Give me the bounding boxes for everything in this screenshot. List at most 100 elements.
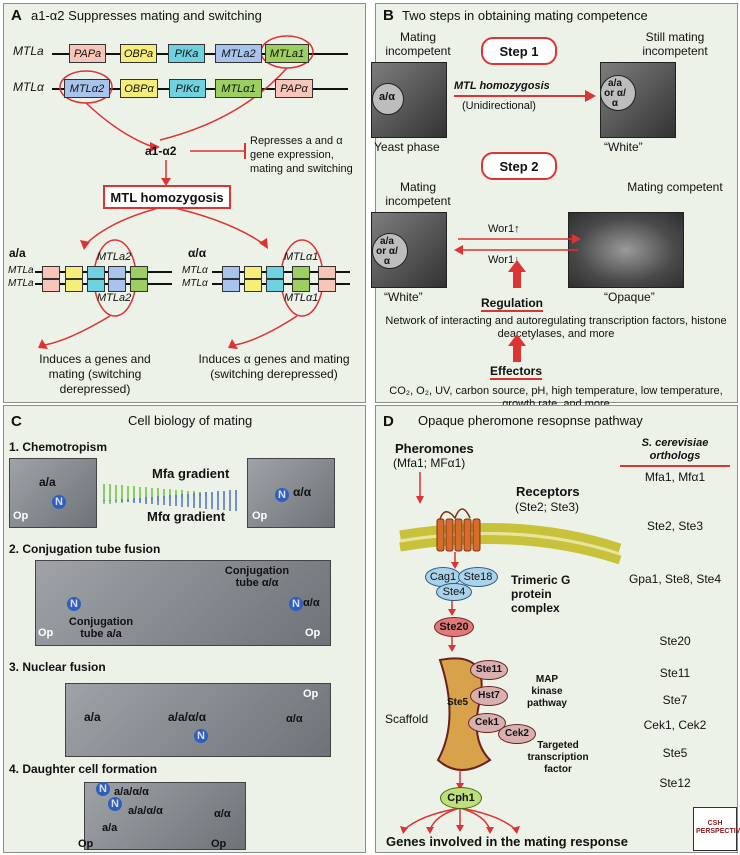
receptors-label: Receptors — [516, 484, 580, 499]
alal-block-yellow-2 — [244, 279, 262, 292]
c1-right-image — [247, 458, 335, 528]
alal-top-gene: MTLα1 — [284, 251, 319, 263]
c3-alal: α/α — [286, 713, 303, 725]
mfa-gradient: Mfa gradient — [152, 466, 230, 481]
b-tr-bottom: “White” — [604, 140, 643, 154]
b-arrow-top: MTL homozygosis — [454, 80, 550, 92]
orth-4: Ste11 — [659, 666, 691, 680]
map-label: MAP kinase pathway — [526, 674, 567, 709]
panel-b-title: Two steps in obtaining mating competence — [402, 8, 648, 23]
orth-3: Ste20 — [659, 634, 691, 648]
row1-label: MTLa — [13, 44, 44, 58]
wor1-up: Wor1↑ — [488, 223, 520, 235]
alal-block-yellow-1 — [244, 266, 262, 279]
regulation-label: Regulation — [481, 296, 543, 312]
c3-fused: a/a/α/α — [168, 710, 207, 724]
aa-block-yellow-1 — [65, 266, 83, 279]
b-tl-caption: Mating incompetent — [385, 30, 451, 58]
aa-bottom-gene: MTLa2 — [97, 292, 132, 304]
aa-block-green-2 — [130, 279, 148, 292]
aa-row1-label: MTLa — [8, 265, 34, 276]
targeted-label: Targeted transcription factor — [527, 740, 589, 775]
b-ml-cell-label: a/a or α/α — [376, 236, 398, 267]
gene-obp-alpha: OBPα — [120, 79, 158, 98]
csh-logo: CSH PERSPECTIVES — [693, 807, 740, 851]
ste4-node: Ste4 — [436, 583, 472, 601]
aa-block-yellow-2 — [65, 279, 83, 292]
receptors-sub: (Ste2; Ste3) — [515, 500, 580, 514]
alal-row2-label: MTLα — [182, 278, 208, 289]
alal-block-cyan-2 — [266, 279, 284, 292]
c1-left-op: Op — [13, 510, 29, 522]
c4-n-top: N — [96, 782, 110, 796]
c-step2: 2. Conjugation tube fusion — [9, 542, 161, 556]
aa-block-cyan-2 — [87, 279, 105, 292]
aa-block-blue-1 — [108, 266, 126, 279]
c2-image — [35, 560, 331, 646]
alal-block-pink-1 — [318, 266, 336, 279]
c2-tube-aa: Conjugation tube a/a — [68, 616, 134, 640]
panel-b-label: B — [383, 7, 394, 24]
c4-op-left: Op — [78, 838, 94, 850]
c2-n-right: N — [289, 597, 303, 611]
c2-n-left: N — [67, 597, 81, 611]
c4-fused-top: a/a/α/α — [114, 786, 149, 798]
c1-left-aa: a/a — [39, 475, 56, 489]
gene-pap-alpha: PAPα — [275, 79, 313, 98]
c3-n: N — [194, 729, 208, 743]
c-step4: 4. Daughter cell formation — [9, 762, 158, 776]
ste18-node: Ste18 — [458, 567, 498, 587]
gprotein-label: Trimeric G protein complex — [511, 573, 571, 615]
orth-0: Mfa1, Mfα1 — [644, 470, 706, 484]
effectors-label: Effectors — [490, 364, 543, 380]
aa-block-pink-2 — [42, 279, 60, 292]
c3-image — [65, 683, 331, 757]
step1-box: Step 1 — [481, 37, 557, 65]
panel-c-title: Cell biology of mating — [128, 413, 253, 428]
b-mr-bottom: “Opaque” — [604, 290, 655, 304]
b-tl-cell — [372, 83, 404, 115]
gene-mtla2: MTLa2 — [215, 44, 262, 63]
ste20-node: Ste20 — [434, 617, 474, 637]
b-mr-caption: Mating competent — [627, 180, 723, 194]
hst7-node: Hst7 — [470, 686, 508, 706]
c4-image — [84, 782, 246, 850]
c1-right-n: N — [275, 488, 289, 502]
mfalpha-gradient: Mfα gradient — [147, 509, 226, 524]
alal-block-blue-1 — [222, 266, 240, 279]
c-step1: 1. Chemotropism — [9, 440, 108, 454]
gene-mtlalpha1: MTLα1 — [215, 79, 262, 98]
panel-a-title: a1-α2 Suppresses mating and switching — [31, 8, 262, 23]
orth-7: Ste5 — [662, 746, 688, 760]
panel-d-title: Opaque pheromone resopnse pathway — [418, 413, 643, 428]
aa-block-cyan-1 — [87, 266, 105, 279]
alal-row1-label: MTLα — [182, 265, 208, 276]
wor1-down: Wor1↓ — [488, 254, 520, 266]
aa-block-green-1 — [130, 266, 148, 279]
alal-block-blue-2 — [222, 279, 240, 292]
scaffold-label: Scaffold — [385, 712, 429, 726]
genes-label: Genes involved in the mating response — [386, 834, 629, 849]
gene-pik-a: PIKa — [168, 44, 205, 63]
orth-6: Cek1, Cek2 — [643, 718, 707, 732]
ste5-label: Ste5 — [447, 697, 469, 708]
cek2-node: Cek2 — [498, 724, 536, 744]
c4-alal: α/α — [214, 808, 231, 820]
c2-tube-alpha: Conjugation tube α/α — [224, 565, 290, 589]
a1-alpha2-complex: a1-α2 — [145, 144, 177, 158]
step2-box: Step 2 — [481, 152, 557, 180]
gene-mtla1: MTLa1 — [265, 44, 309, 63]
b-ml-cell — [372, 233, 408, 269]
c3-op: Op — [303, 688, 319, 700]
c4-n-bottom: N — [108, 797, 122, 811]
b-tl-bottom: Yeast phase — [374, 140, 440, 154]
c2-op-right: Op — [305, 627, 321, 639]
b-arrow-bottom: (Unidirectional) — [462, 100, 536, 112]
cek1-node: Cek1 — [468, 713, 506, 733]
alal-block-green-2 — [292, 279, 310, 292]
aa-row2-label: MTLa — [8, 278, 34, 289]
alal-bottom-gene: MTLα1 — [284, 292, 319, 304]
c2-alal: α/α — [303, 597, 320, 609]
pheromones-sub: (Mfa1; MFα1) — [393, 456, 466, 470]
